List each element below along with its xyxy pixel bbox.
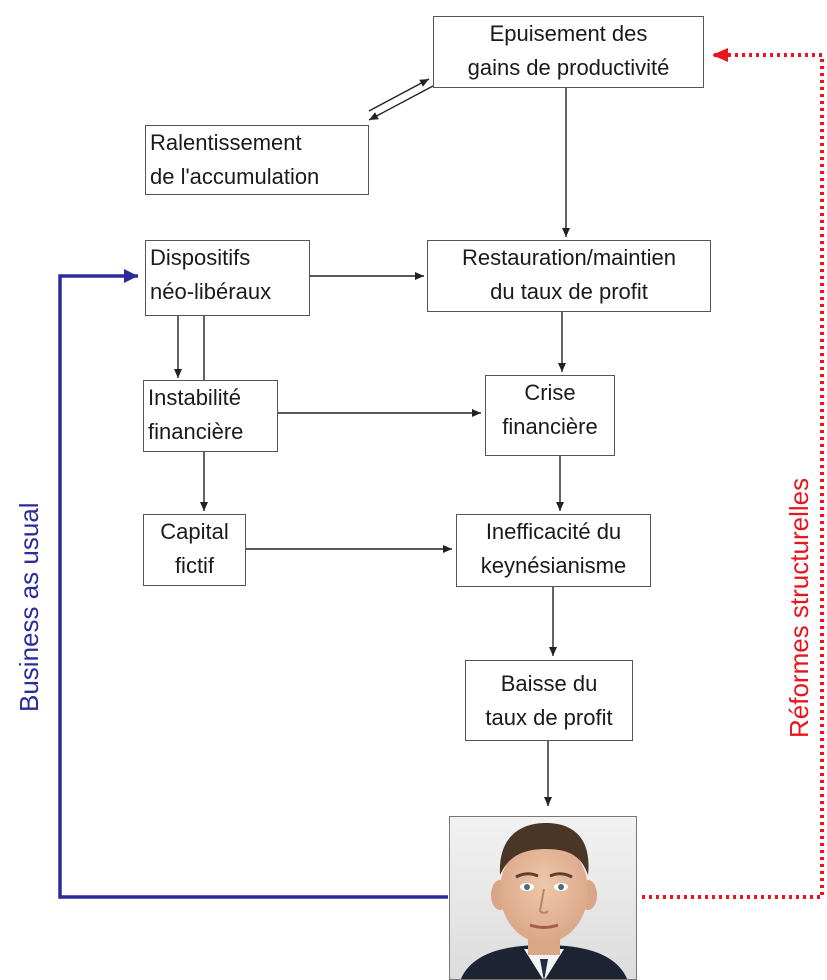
node-inefficacite-line-2: keynésianisme: [480, 553, 627, 578]
node-baisse: Baisse du taux de profit: [465, 660, 633, 741]
node-crise-line-2: financière: [502, 414, 598, 439]
node-dispositifs-line-2: néo-libéraux: [150, 279, 272, 304]
node-restauration: Restauration/maintien du taux de profit: [427, 240, 711, 312]
node-ralentissement-line-2: de l'accumulation: [150, 164, 320, 189]
node-capital: Capital fictif: [143, 514, 246, 586]
node-instabilite-line-2: financière: [148, 419, 244, 444]
reformes-structurelles-loop: [642, 48, 824, 899]
node-ralentissement-line-1: Ralentissement: [150, 130, 302, 155]
node-restauration-line-2: du taux de profit: [490, 279, 648, 304]
node-instabilite: Instabilité financière: [143, 380, 278, 452]
node-dispositifs: Dispositifs néo-libéraux: [145, 240, 310, 316]
arrow-epuisement-to-ralentissement: [368, 85, 434, 121]
node-capital-line-1: Capital: [160, 519, 229, 544]
node-restauration-line-1: Restauration/maintien: [461, 245, 676, 270]
node-inefficacite: Inefficacité du keynésianisme: [456, 514, 651, 587]
node-capital-line-2: fictif: [174, 553, 215, 578]
node-epuisement-line-1: Epuisement des: [489, 21, 648, 46]
node-crise-line-1: Crise: [524, 380, 576, 405]
node-baisse-line-2: taux de profit: [485, 705, 613, 730]
node-inefficacite-line-1: Inefficacité du: [485, 519, 622, 544]
portrait-photo: [449, 816, 637, 980]
node-epuisement-line-2: gains de productivité: [467, 55, 670, 80]
node-dispositifs-line-1: Dispositifs: [150, 245, 251, 270]
label-reformes-structurelles: Réformes structurelles: [784, 477, 814, 738]
node-baisse-line-1: Baisse du: [500, 671, 598, 696]
label-business-as-usual: Business as usual: [14, 502, 44, 712]
business-as-usual-loop: [58, 269, 448, 899]
node-instabilite-line-1: Instabilité: [148, 385, 241, 410]
node-ralentissement: Ralentissement de l'accumulation: [145, 125, 369, 195]
person-portrait-icon: [450, 817, 636, 979]
node-crise: Crise financière: [485, 375, 615, 456]
node-epuisement: Epuisement des gains de productivité: [433, 16, 704, 88]
arrow-ralentissement-to-epuisement: [368, 78, 430, 112]
